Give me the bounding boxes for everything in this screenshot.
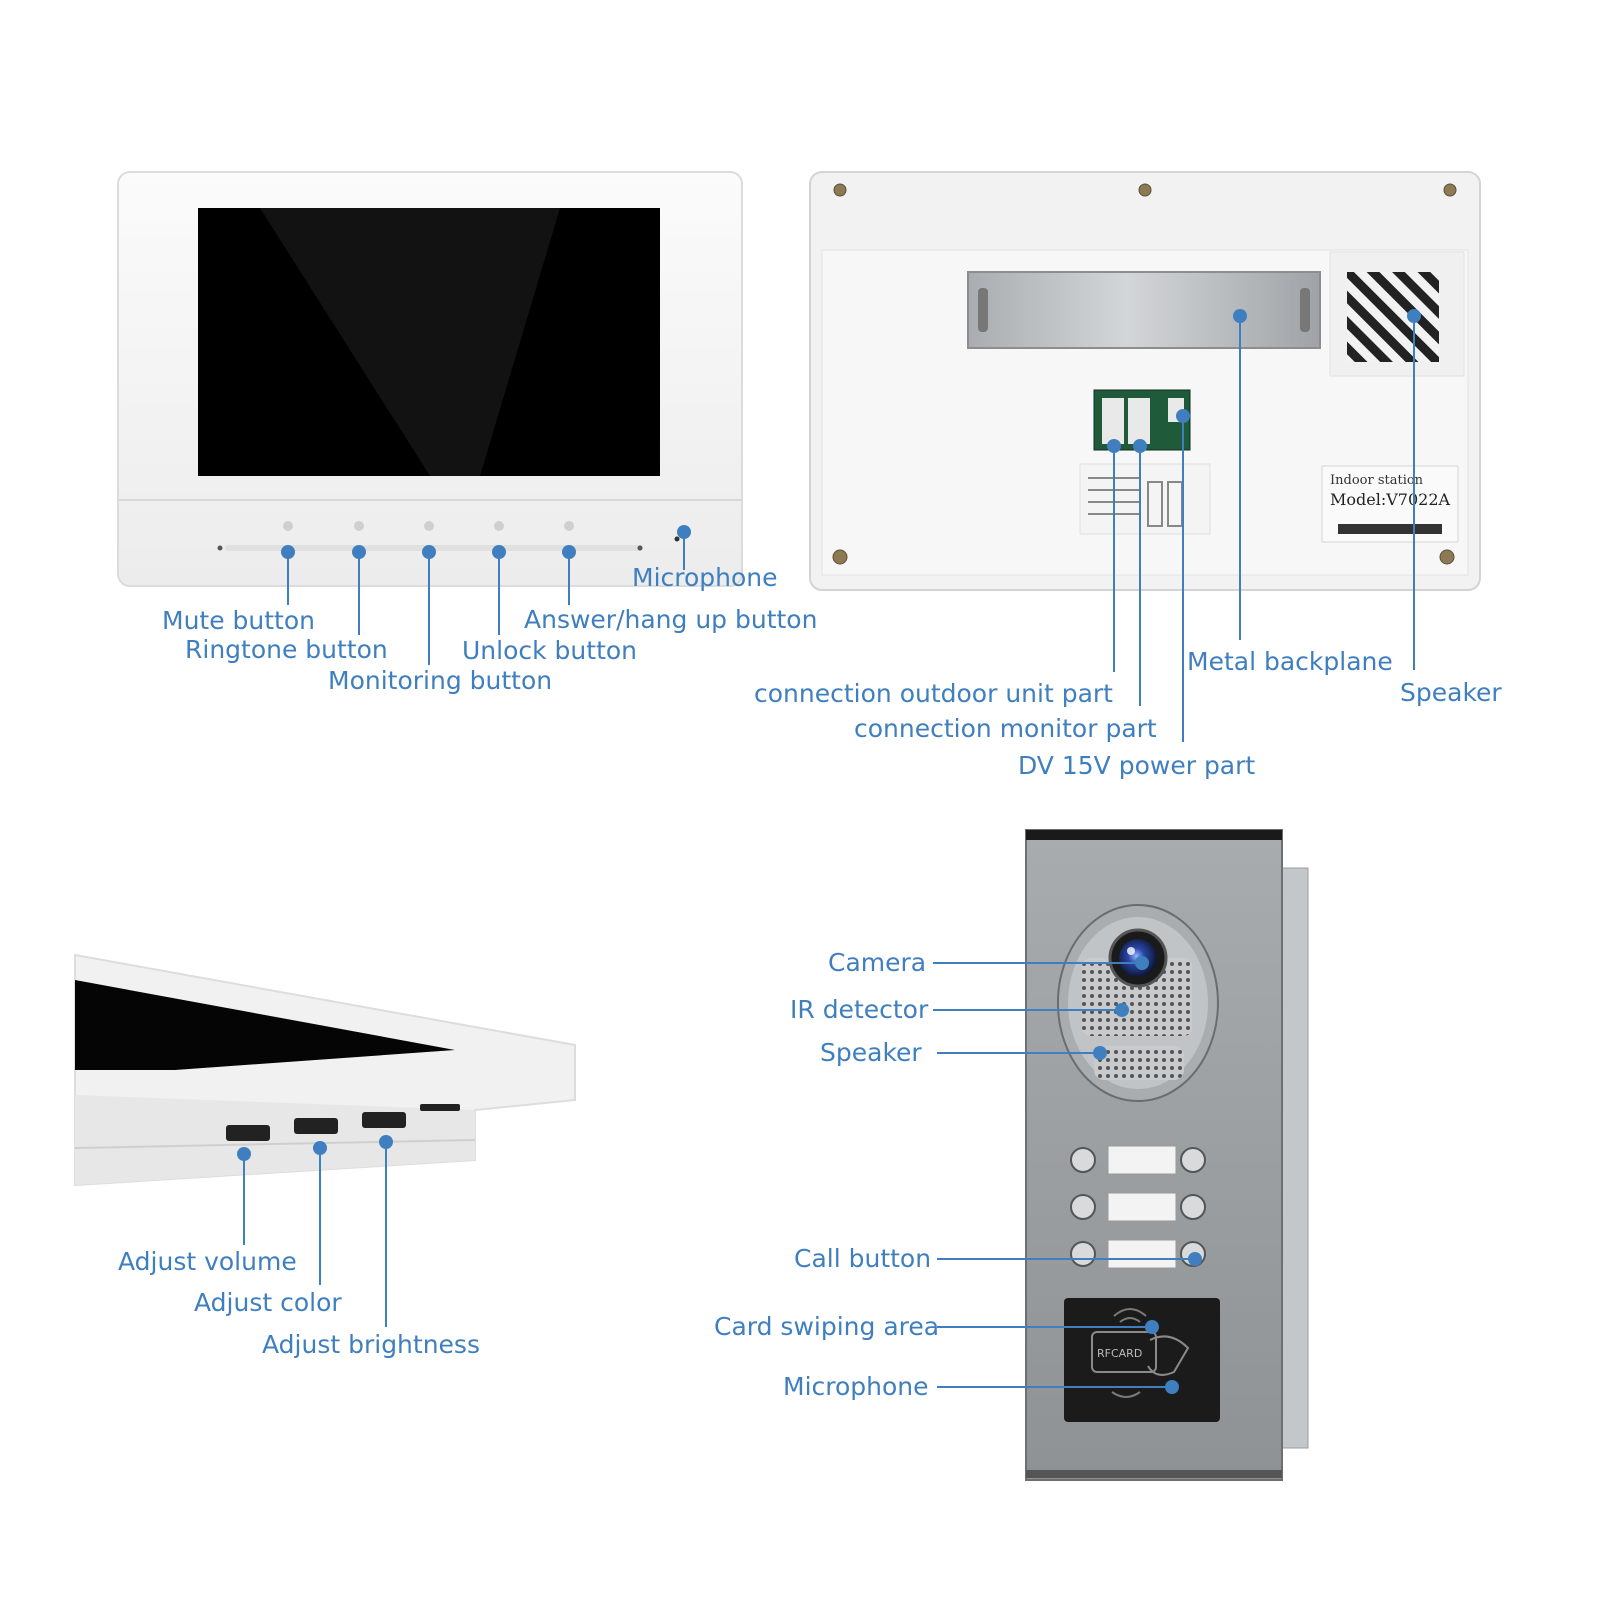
label-outdoor-speaker: Speaker — [820, 1038, 922, 1067]
speaker-holes — [1094, 1046, 1184, 1080]
label-answer-button: Answer/hang up button — [524, 605, 818, 634]
card-slot — [420, 1104, 460, 1111]
label-adjust-volume: Adjust volume — [118, 1247, 297, 1276]
front-microphone-hole — [674, 536, 680, 542]
color-knob — [294, 1118, 338, 1134]
label-outdoor-microphone: Microphone — [783, 1372, 929, 1401]
side-screen — [75, 980, 455, 1070]
monitor-front — [117, 171, 743, 665]
label-adjust-color: Adjust color — [194, 1288, 342, 1317]
call-buttons — [1070, 1145, 1206, 1269]
card-reader — [1064, 1298, 1220, 1422]
sticker-model: Model:V7022A — [1330, 490, 1451, 509]
outdoor-panel: RFCARD — [933, 829, 1309, 1481]
label-power-part: DV 15V power part — [1018, 751, 1256, 780]
label-metal-backplane: Metal backplane — [1187, 647, 1393, 676]
metal-backplane — [967, 271, 1321, 349]
label-ir-detector: IR detector — [790, 995, 929, 1024]
rfcard-text: RFCARD — [1097, 1347, 1142, 1360]
brightness-knob — [362, 1112, 406, 1128]
label-card-swiping-area: Card swiping area — [714, 1312, 940, 1341]
label-outdoor-unit-part: connection outdoor unit part — [754, 679, 1113, 708]
label-camera: Camera — [828, 948, 927, 977]
label-back-speaker: Speaker — [1400, 678, 1502, 707]
back-speaker-grille — [1347, 272, 1439, 362]
ir-speaker-grille — [1082, 958, 1192, 1036]
label-adjust-brightness: Adjust brightness — [262, 1330, 480, 1359]
monitor-side — [74, 953, 576, 1327]
volume-knob — [226, 1125, 270, 1141]
label-monitor-part: connection monitor part — [854, 714, 1157, 743]
label-mute-button: Mute button — [162, 606, 316, 635]
label-monitoring-button: Monitoring button — [328, 666, 553, 695]
monitor-back: Indoor station Model:V7022A — [809, 171, 1481, 742]
label-call-button: Call button — [794, 1244, 932, 1273]
label-ringtone-button: Ringtone button — [185, 635, 388, 664]
sticker-title: Indoor station — [1330, 473, 1424, 488]
label-unlock-button: Unlock button — [462, 636, 638, 665]
label-front-microphone: Microphone — [632, 563, 778, 592]
